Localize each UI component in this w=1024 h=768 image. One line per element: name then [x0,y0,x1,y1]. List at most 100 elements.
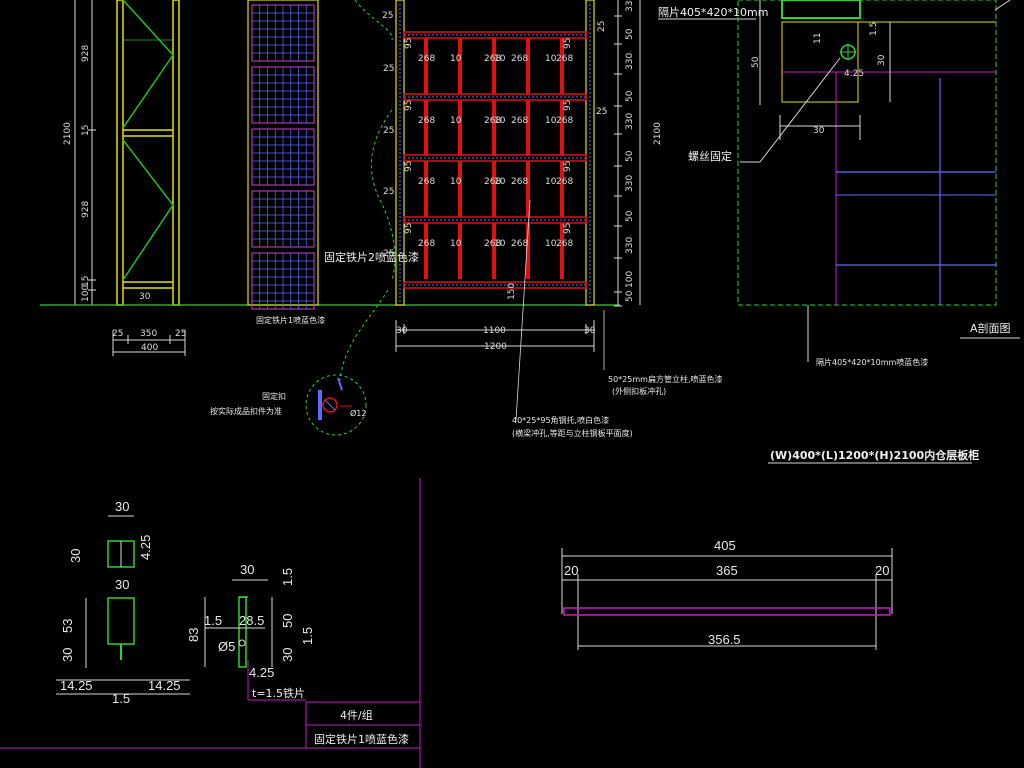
shelf-right-dim: 95 [563,100,573,111]
shelf-right-dim: 95 [563,223,573,234]
shelf-cell-dim: 268 [484,54,501,64]
mesh-cell [251,128,315,186]
side-dim-15a: 15 [81,125,91,136]
p1-dim-30mid: 30 [115,577,129,592]
p2-dim-1.5top: 1.5 [280,568,295,586]
shelf-cell-dim: 10 [494,116,506,126]
detail-note: 按实际成品扣件为准 [210,406,282,416]
right-chain-dim: 50 [625,290,635,302]
shelf-divider [424,223,428,279]
shelf-cell-dim: 10 [450,239,462,249]
shelf-divider [492,161,496,217]
mesh-label-upper: 固定铁片2喷蓝色漆 [324,250,419,264]
right-chain-dim: 50 [625,28,635,40]
shelf-divider [526,161,530,217]
shelf-level [403,154,587,217]
shelf-cell-dim: 268 [418,116,435,126]
p2-dim-30b: 30 [280,648,295,662]
note-beam-2: (横梁冲孔,等距与立柱钢板平面度) [512,428,633,438]
p2-dim-4.25: 4.25 [249,665,274,680]
shelf-cell-dim: 268 [556,116,573,126]
right-chain-dim: 50 [625,150,635,162]
p1-dim-14.25b: 14.25 [148,678,181,693]
shelf-label: 隔片405*420*10mm [658,6,768,19]
right-chain-dim: 330 [625,113,635,130]
shelf-cell-dim: 268 [418,177,435,187]
shelf-cell-dim: 10 [545,54,557,64]
p2-dim-28.5: 28.5 [239,613,264,628]
shelf-cell-dim: 10 [450,116,462,126]
shelf-divider [458,223,462,279]
side-dim-928a: 928 [81,45,91,62]
bar-dim-405: 405 [714,538,736,553]
p2-dim-30top: 30 [240,562,254,577]
right-chain-dim: 50 [625,210,635,222]
shelf-cell-dim: 10 [545,239,557,249]
shelf-cell-dim: 268 [511,177,528,187]
plate1-detail: 30 30 4.25 30 53 30 14.25 14.25 1.5 [56,499,190,706]
shelf-divider [492,38,496,94]
side-dim-928b: 928 [81,201,91,218]
shelf-divider [526,38,530,94]
shelf-side-dim: 25 [383,64,394,74]
product-title: (W)400*(L)1200*(H)2100内仓层板柜 [770,448,979,462]
note-upright-2: (外侧扣板冲孔) [612,386,666,396]
front-dim-2100: 2100 [653,122,663,145]
shelf-side-dim: 25 [383,187,394,197]
mesh-dim-25b: 25 [175,329,186,339]
title-block: 4件/组 固定铁片1喷蓝色漆 [0,478,421,768]
p1-dim-30top: 30 [115,499,129,514]
sec-dim-30b: 30 [813,126,825,136]
mesh-dim-350: 350 [140,329,157,339]
front-dim-30a: 30 [396,326,408,336]
shelf-divider [560,100,564,156]
plate2-detail: 30 1.5 28.5 1.5 50 1.5 83 Ø5 30 4.25 t=1… [186,562,315,701]
section-bottom-note: 隔片405*420*10mm喷蓝色漆 [816,357,928,367]
shelf-cell-dim: 268 [418,239,435,249]
sec-dim-11: 11 [813,33,823,44]
right-chain-dim: 100 [625,271,635,288]
shelf-level [403,281,587,289]
right-chain-dim: 330 [625,0,635,12]
shelf-divider [492,223,496,279]
right-chain-dim: 50 [625,90,635,102]
shelf-side-dim: 25 [383,249,394,259]
shelf-divider [526,223,530,279]
bar-dim-20b: 20 [875,563,889,578]
p2-dim-50: 50 [280,614,295,628]
shelf-beam [403,216,587,224]
table-name: 固定铁片1喷蓝色漆 [314,732,409,746]
shelf-divider [492,100,496,156]
front-dim-1200: 1200 [484,342,507,352]
shelf-level [403,93,587,156]
mesh-cell [251,4,315,62]
mesh-label-lower: 固定铁片1喷蓝色漆 [256,315,325,325]
side-dim-15b: 15 [81,276,91,287]
p2-dim-83: 83 [186,628,201,642]
sec-dim-4.25: 4.25 [844,69,864,79]
p1-dim-1.5: 1.5 [112,691,130,706]
side-dim-2100: 2100 [63,122,73,145]
p1-dim-14.25a: 14.25 [60,678,93,693]
mesh-cell [251,190,315,248]
mesh-dim-25a: 25 [112,329,123,339]
shelf-left-dim: 95 [404,100,414,111]
leader-curves [339,0,396,381]
right-chain-dim: 330 [625,53,635,70]
shelf-divider [560,38,564,94]
p2-dim-1.5right: 1.5 [300,627,315,645]
p2-dim-1.5left: 1.5 [204,613,222,628]
side-dim-100: 100 [81,285,91,302]
front-dim-1100: 1100 [483,326,506,336]
shelf-left-dim: 95 [404,223,414,234]
mesh-cell [251,66,315,124]
sec-dim-30a: 30 [877,54,887,66]
p1-dim-53: 53 [60,619,75,633]
p2-dim-d5: Ø5 [218,639,235,654]
shelf-level [403,216,587,279]
shelf-beam [403,93,587,101]
shelf-cell-dim: 268 [556,177,573,187]
